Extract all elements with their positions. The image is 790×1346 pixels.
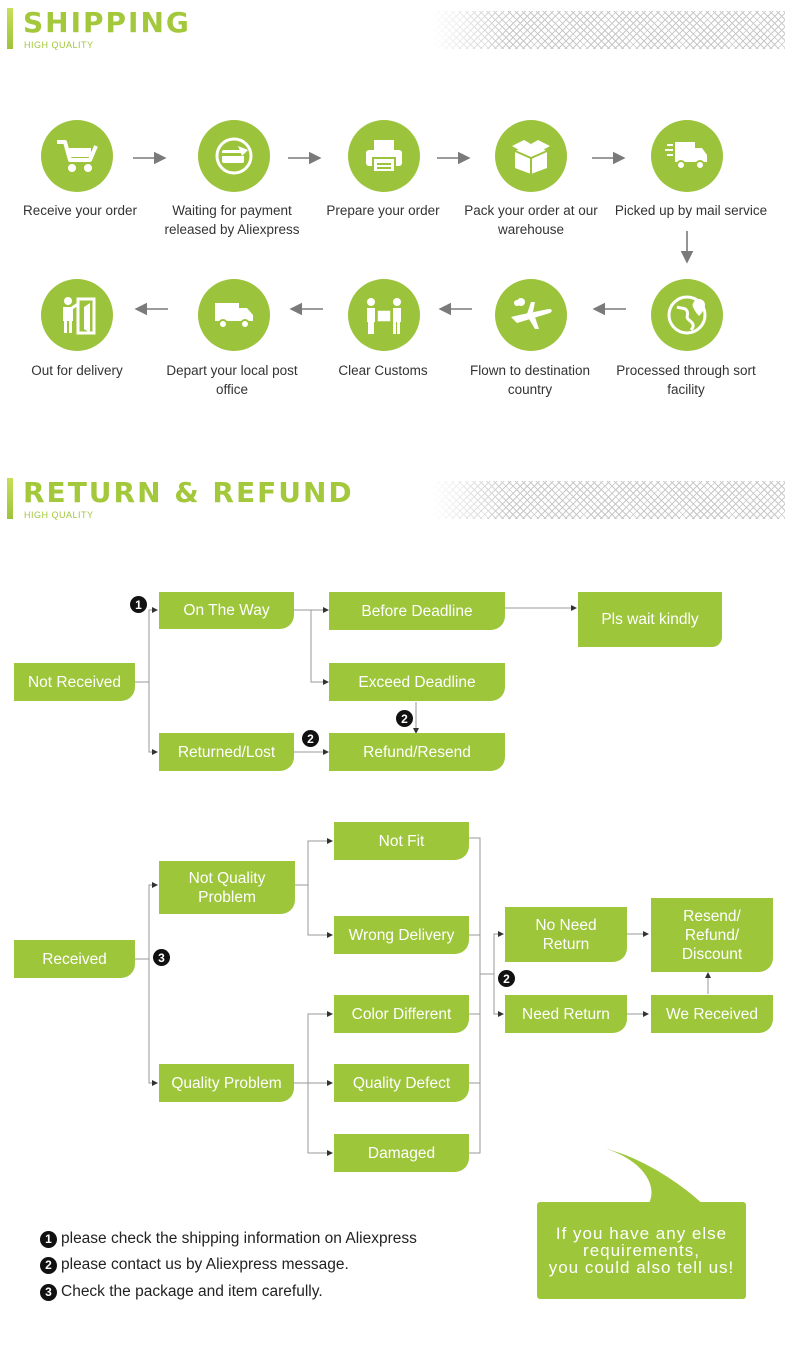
quality-defect-box: Quality Defect <box>334 1064 469 1102</box>
shipping-arrows <box>133 151 694 316</box>
marker-one: 1 <box>130 596 147 613</box>
wrong-delivery-box: Wrong Delivery <box>334 916 469 954</box>
shipping-title: SHIPPING <box>23 6 191 39</box>
damaged-box: Damaged <box>334 1134 469 1172</box>
resend-refund-discount-box: Resend/ Refund/ Discount <box>651 898 773 972</box>
step-label: Receive your order <box>22 203 138 218</box>
flow-connectors <box>135 605 711 1156</box>
refund-subtitle: HIGH QUALITY <box>24 510 94 520</box>
delivery-truck-icon <box>651 120 723 192</box>
bubble-line: you could also tell us! <box>548 1258 735 1277</box>
note-three: 3 Check the package and item carefully. <box>40 1283 323 1301</box>
printer-icon <box>348 120 420 192</box>
need-return-box: Need Return <box>505 995 627 1033</box>
contact-bubble: If you have any else requirements, you c… <box>537 1202 746 1299</box>
marker-one: 1 <box>40 1230 57 1248</box>
on-the-way-box: On The Way <box>159 592 294 629</box>
payment-card-icon <box>198 120 270 192</box>
note-text: please contact us by Aliexpress message. <box>61 1256 349 1273</box>
not-fit-box: Not Fit <box>334 822 469 860</box>
quality-problem-box: Quality Problem <box>159 1064 294 1102</box>
step-label: Flown to destination country <box>469 363 591 397</box>
package-box-icon <box>495 120 567 192</box>
not-quality-problem-box: Not Quality Problem <box>159 861 295 914</box>
step-label: Pack your order at our warehouse <box>464 203 598 237</box>
step-label: Processed through sort facility <box>616 363 756 397</box>
marker-two: 2 <box>498 970 515 987</box>
refund-accent-bar <box>7 478 13 519</box>
before-deadline-box: Before Deadline <box>329 592 505 630</box>
note-two: 2 please contact us by Aliexpress messag… <box>40 1256 349 1274</box>
door-delivery-icon <box>41 279 113 351</box>
step-label: Waiting for payment released by Aliexpre… <box>164 203 300 237</box>
airplane-icon <box>495 279 567 351</box>
globe-pin-icon <box>651 279 723 351</box>
shipping-subtitle: HIGH QUALITY <box>24 40 94 50</box>
refund-resend-box: Refund/Resend <box>329 733 505 771</box>
not-received-box: Not Received <box>14 663 135 701</box>
bubble-line: If you have any else <box>555 1224 728 1243</box>
marker-two: 2 <box>396 710 413 727</box>
shipping-accent-bar <box>7 8 13 49</box>
pls-wait-box: Pls wait kindly <box>578 592 722 647</box>
local-truck-icon <box>198 279 270 351</box>
cart-icon <box>41 120 113 192</box>
step-label: Picked up by mail service <box>614 203 768 218</box>
step-label: Prepare your order <box>326 203 440 218</box>
marker-two: 2 <box>40 1256 57 1274</box>
note-text: please check the shipping information on… <box>61 1230 417 1247</box>
received-box: Received <box>14 940 135 978</box>
returned-lost-box: Returned/Lost <box>159 733 294 771</box>
exceed-deadline-box: Exceed Deadline <box>329 663 505 701</box>
bubble-line: requirements, <box>583 1241 700 1260</box>
note-text: Check the package and item carefully. <box>61 1283 323 1300</box>
marker-three: 3 <box>40 1283 57 1301</box>
customs-people-icon <box>348 279 420 351</box>
refund-title: RETURN & REFUND <box>23 476 354 509</box>
marker-three: 3 <box>153 949 170 966</box>
color-different-box: Color Different <box>334 995 469 1033</box>
bubble-tail <box>606 1149 704 1205</box>
step-label: Clear Customs <box>338 363 428 378</box>
we-received-box: We Received <box>651 995 773 1033</box>
no-need-return-box: No Need Return <box>505 907 627 962</box>
step-label: Depart your local post office <box>166 363 298 397</box>
note-one: 1 please check the shipping information … <box>40 1230 417 1248</box>
step-label: Out for delivery <box>31 363 123 378</box>
marker-two: 2 <box>302 730 319 747</box>
